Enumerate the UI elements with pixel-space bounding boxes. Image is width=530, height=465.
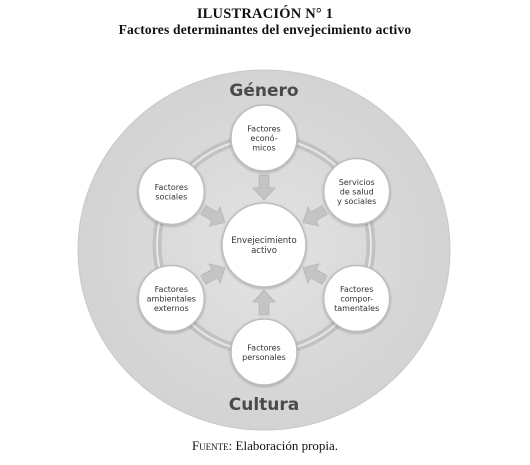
factor-node-circle: [322, 157, 391, 226]
figure-title: ILUSTRACIÓN N° 1: [196, 6, 334, 22]
factor-node-label-line: Factores: [155, 183, 188, 192]
factor-node-label-line: tamentales: [334, 304, 379, 313]
arrow-economicos-to-center: [252, 174, 276, 201]
factor-node-label-line: Servicios: [339, 178, 375, 187]
factor-node-label-line: micos: [252, 144, 275, 153]
center-text-line: Envejecimiento: [231, 236, 296, 246]
factor-node-label-line: de salud: [340, 188, 374, 197]
outer-label-cultura: Cultura: [229, 395, 300, 415]
arrows-group: [200, 174, 328, 316]
arrow-sociales-to-center: [200, 205, 226, 227]
factor-node-label-line: compor-: [340, 295, 373, 304]
arrow-comportamentales-to-center: [302, 263, 328, 285]
factor-node-circle: [322, 264, 391, 333]
figure-subtitle: Factores determinantes del envejecimient…: [118, 22, 412, 37]
factor-node-label-line: Factores: [247, 125, 280, 134]
factor-node-label-line: Factores: [340, 285, 373, 294]
figure-source: Fuente: Elaboración propia.: [0, 438, 530, 454]
source-label: Fuente: [191, 438, 229, 453]
factor-node-label-line: econó-: [250, 133, 277, 143]
center-text-line: activo: [251, 246, 277, 256]
arrow-servicios-to-center: [302, 205, 328, 227]
factor-node-label-line: y sociales: [337, 197, 376, 206]
outer-label-genero: Género: [229, 81, 298, 101]
factor-node-label-line: Factores: [247, 343, 280, 352]
factor-node-label-line: ambientales: [147, 295, 196, 304]
arrow-ambientales-to-center: [200, 263, 226, 285]
arrow-personales-to-center: [252, 289, 276, 316]
factor-node-circle: [137, 157, 206, 226]
factor-node-circle: [230, 318, 298, 386]
factor-node-label-line: Factores: [155, 285, 188, 294]
factor-node-label-line: sociales: [155, 192, 187, 201]
factor-node-label-line: externos: [154, 304, 189, 313]
source-text: : Elaboración propia.: [228, 438, 339, 453]
factor-node-circle: [230, 104, 298, 172]
factor-node-circle: [137, 264, 206, 333]
factor-node-label-line: personales: [242, 353, 286, 362]
